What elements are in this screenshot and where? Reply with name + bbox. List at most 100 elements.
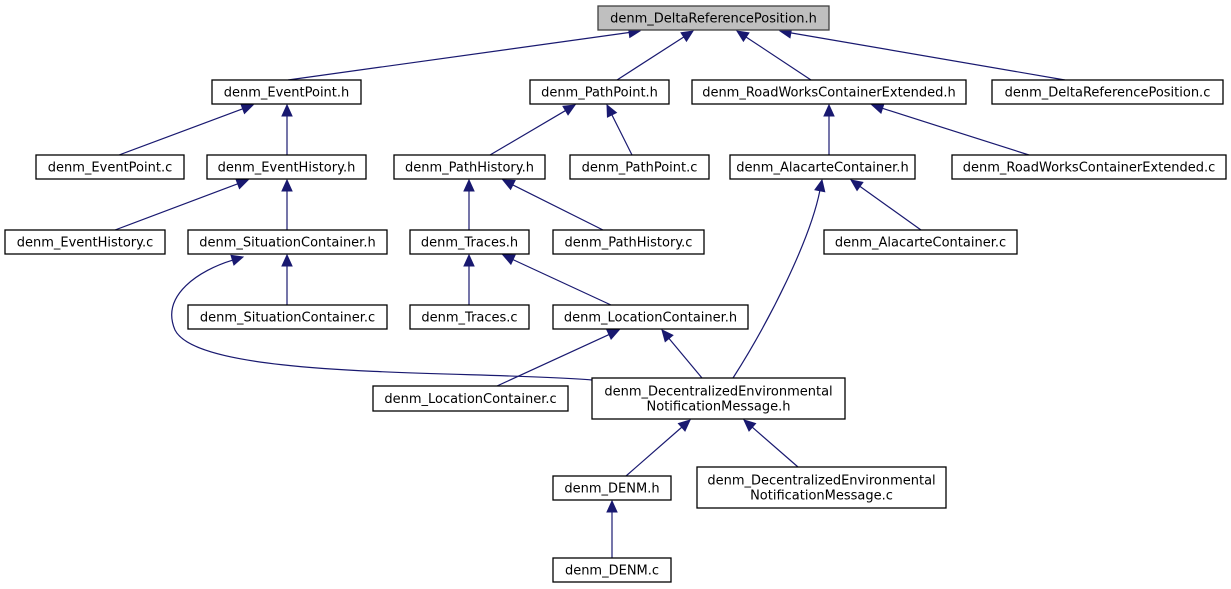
node-pathpoint-h[interactable]: denm_PathPoint.h <box>529 79 670 105</box>
edge-eventhistory_c-to-eventhistory_h <box>114 178 250 231</box>
arrowhead-icon <box>661 329 674 343</box>
edge-line <box>668 338 703 379</box>
node-label: denm_DeltaReferencePosition.h <box>610 12 817 27</box>
node-label: denm_PathHistory.h <box>405 161 534 176</box>
node-box <box>591 377 846 420</box>
edge-denmmsg_c-to-denmmsg_h <box>743 419 799 468</box>
arrowhead-icon <box>281 178 293 192</box>
node-eventpoint-h[interactable]: denm_EventPoint.h <box>211 79 362 105</box>
edge-line <box>751 426 799 468</box>
edge-location_c-to-location_h <box>496 329 621 387</box>
node-traces-c[interactable]: denm_Traces.c <box>409 304 530 330</box>
node-pathhistory-c[interactable]: denm_PathHistory.c <box>552 229 705 255</box>
edge-line <box>859 185 922 231</box>
node-roadworks-c[interactable]: denm_RoadWorksContainerExtended.c <box>951 154 1227 180</box>
edge-traces_c-to-traces_h <box>463 253 475 305</box>
node-box <box>35 154 185 180</box>
arrowhead-icon <box>870 102 885 114</box>
node-box <box>372 385 569 412</box>
arrowhead-icon <box>735 30 750 43</box>
node-label: denm_DecentralizedEnvironmental <box>604 385 832 400</box>
node-roadworks-h[interactable]: denm_RoadWorksContainerExtended.h <box>691 79 967 105</box>
node-location-h[interactable]: denm_LocationContainer.h <box>552 304 749 330</box>
node-label: denm_RoadWorksContainerExtended.h <box>702 86 956 101</box>
node-pathhistory-h[interactable]: denm_PathHistory.h <box>393 154 546 180</box>
edge-eventhistory_h-to-eventpoint_h <box>281 103 293 155</box>
node-situation-h[interactable]: denm_SituationContainer.h <box>187 229 388 255</box>
node-label: denm_PathPoint.c <box>582 161 698 176</box>
arrowhead-icon <box>680 30 695 43</box>
edge-denm_h-to-denmmsg_h <box>625 419 691 477</box>
node-denm-c[interactable]: denm_DENM.c <box>552 557 672 583</box>
node-box <box>187 304 388 330</box>
node-deltaref-c[interactable]: denm_DeltaReferencePosition.c <box>991 79 1224 105</box>
arrowhead-icon <box>281 103 293 117</box>
arrowhead-icon <box>501 254 516 266</box>
edge-alacarte_h-to-roadworks_h <box>823 103 835 155</box>
node-box <box>4 229 166 255</box>
node-box <box>552 475 672 501</box>
node-label: denm_DENM.c <box>565 564 659 579</box>
node-denmmsg-h[interactable]: denm_DecentralizedEnvironmentalNotificat… <box>591 377 846 420</box>
edge-line <box>114 183 238 231</box>
arrowhead-icon <box>606 499 618 513</box>
node-denm-h[interactable]: denm_DENM.h <box>552 475 672 501</box>
arrowhead-icon <box>230 254 245 266</box>
node-traces-h[interactable]: denm_Traces.h <box>409 229 530 255</box>
node-label: denm_Traces.c <box>421 311 517 326</box>
edge-deltaref_c-to-root <box>778 27 1066 81</box>
edge-line <box>882 107 1030 156</box>
edge-traces_h-to-pathhistory_h <box>463 178 475 230</box>
node-box <box>187 229 388 255</box>
edge-pathpoint_h-to-root <box>616 30 695 81</box>
node-label: denm_EventPoint.h <box>224 86 350 101</box>
node-box <box>569 154 710 180</box>
node-label: denm_AlacarteContainer.h <box>736 161 908 176</box>
edge-line <box>489 110 566 156</box>
arrowhead-icon <box>240 103 255 115</box>
node-alacarte-h[interactable]: denm_AlacarteContainer.h <box>729 154 916 180</box>
node-box <box>823 229 1018 255</box>
edge-line <box>171 259 593 381</box>
edge-situation_c-to-situation_h <box>281 253 293 305</box>
edge-alacarte_c-to-alacarte_h <box>850 179 922 231</box>
arrowhead-icon <box>606 329 621 341</box>
node-location-c[interactable]: denm_LocationContainer.c <box>372 385 569 412</box>
node-pathpoint-c[interactable]: denm_PathPoint.c <box>569 154 710 180</box>
node-box <box>729 154 916 180</box>
node-box <box>696 466 947 509</box>
edge-line <box>616 36 685 81</box>
node-box <box>597 5 830 31</box>
arrowhead-icon <box>463 178 475 192</box>
edge-roadworks_h-to-root <box>735 30 812 81</box>
node-box <box>206 154 367 180</box>
arrowhead-icon <box>743 419 757 432</box>
root-node[interactable]: denm_DeltaReferencePosition.h <box>597 5 830 31</box>
node-label: denm_RoadWorksContainerExtended.c <box>963 161 1216 176</box>
edge-line <box>732 190 821 379</box>
node-label: denm_LocationContainer.h <box>564 311 737 326</box>
edge-location_h-to-traces_h <box>501 254 612 306</box>
edge-line <box>512 184 604 231</box>
node-label: denm_EventHistory.c <box>17 236 154 251</box>
node-label: NotificationMessage.c <box>750 489 893 504</box>
node-label: denm_LocationContainer.c <box>384 392 556 407</box>
node-label: denm_SituationContainer.h <box>199 236 375 251</box>
node-eventpoint-c[interactable]: denm_EventPoint.c <box>35 154 185 180</box>
edge-pathpoint_c-to-pathpoint_h <box>606 103 633 156</box>
node-situation-c[interactable]: denm_SituationContainer.c <box>187 304 388 330</box>
arrowhead-icon <box>281 253 293 267</box>
node-box <box>552 229 705 255</box>
node-eventhistory-c[interactable]: denm_EventHistory.c <box>4 229 166 255</box>
edge-line <box>287 31 630 81</box>
edge-denmmsg_h-to-alacarte_h <box>732 178 826 379</box>
node-label: denm_PathPoint.h <box>541 86 658 101</box>
node-label: denm_SituationContainer.c <box>200 311 375 326</box>
node-alacarte-c[interactable]: denm_AlacarteContainer.c <box>823 229 1018 255</box>
node-label: denm_EventPoint.c <box>48 161 172 176</box>
node-eventhistory-h[interactable]: denm_EventHistory.h <box>206 154 367 180</box>
node-label: denm_PathHistory.c <box>565 236 693 251</box>
node-denmmsg-c[interactable]: denm_DecentralizedEnvironmentalNotificat… <box>696 466 947 509</box>
arrowhead-icon <box>501 179 516 191</box>
